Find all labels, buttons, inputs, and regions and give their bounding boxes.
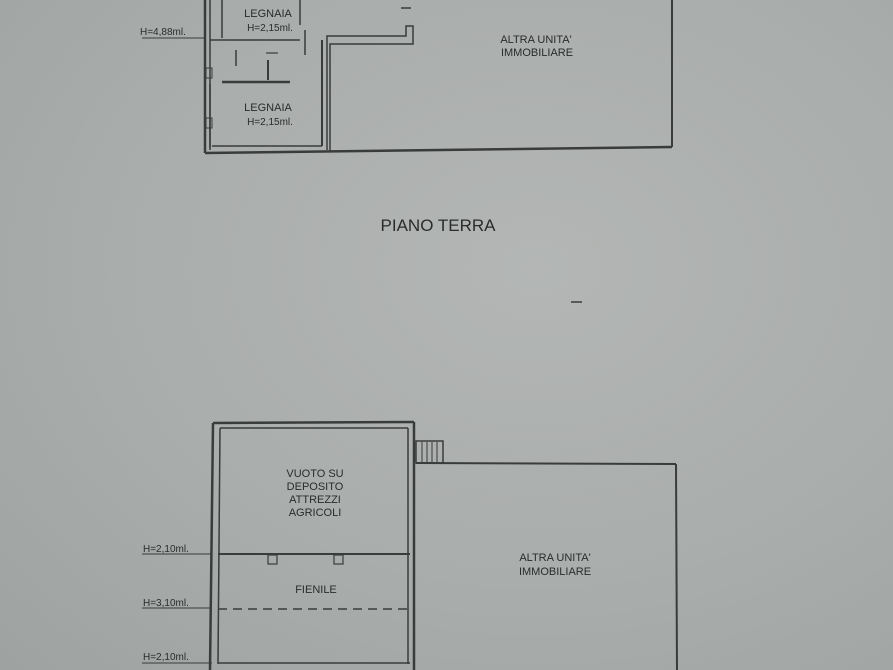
other-unit-top-line1: ALTRA UNITA' [500, 34, 571, 46]
other-unit-top-line2: IMMOBILIARE [501, 47, 573, 59]
upper-floor-plan [208, 420, 678, 670]
section-title: PIANO TERRA [381, 216, 497, 235]
vuoto-line4: AGRICOLI [289, 507, 342, 519]
other-unit-bottom-line2: IMMOBILIARE [519, 566, 591, 578]
legnaia-lower-height: H=2,15ml. [247, 117, 293, 128]
legnaia-lower-name: LEGNAIA [244, 102, 292, 114]
legnaia-upper-height: H=2,15ml. [247, 23, 293, 34]
vuoto-line3: ATTREZZI [289, 494, 341, 506]
level-mark-upper-3: H=2,10ml. [143, 652, 189, 663]
level-mark-upper-2: H=3,10ml. [143, 598, 189, 609]
vuoto-line2: DEPOSITO [287, 481, 344, 493]
level-mark-ground: H=4,88ml. [140, 27, 186, 38]
level-mark-upper-1: H=2,10ml. [143, 544, 189, 555]
vuoto-line1: VUOTO SU [286, 468, 343, 480]
legnaia-upper-name: LEGNAIA [244, 8, 292, 20]
other-unit-bottom-line1: ALTRA UNITA' [519, 552, 590, 564]
ground-floor-plan [203, 0, 673, 155]
fienile-label: FIENILE [295, 584, 337, 596]
